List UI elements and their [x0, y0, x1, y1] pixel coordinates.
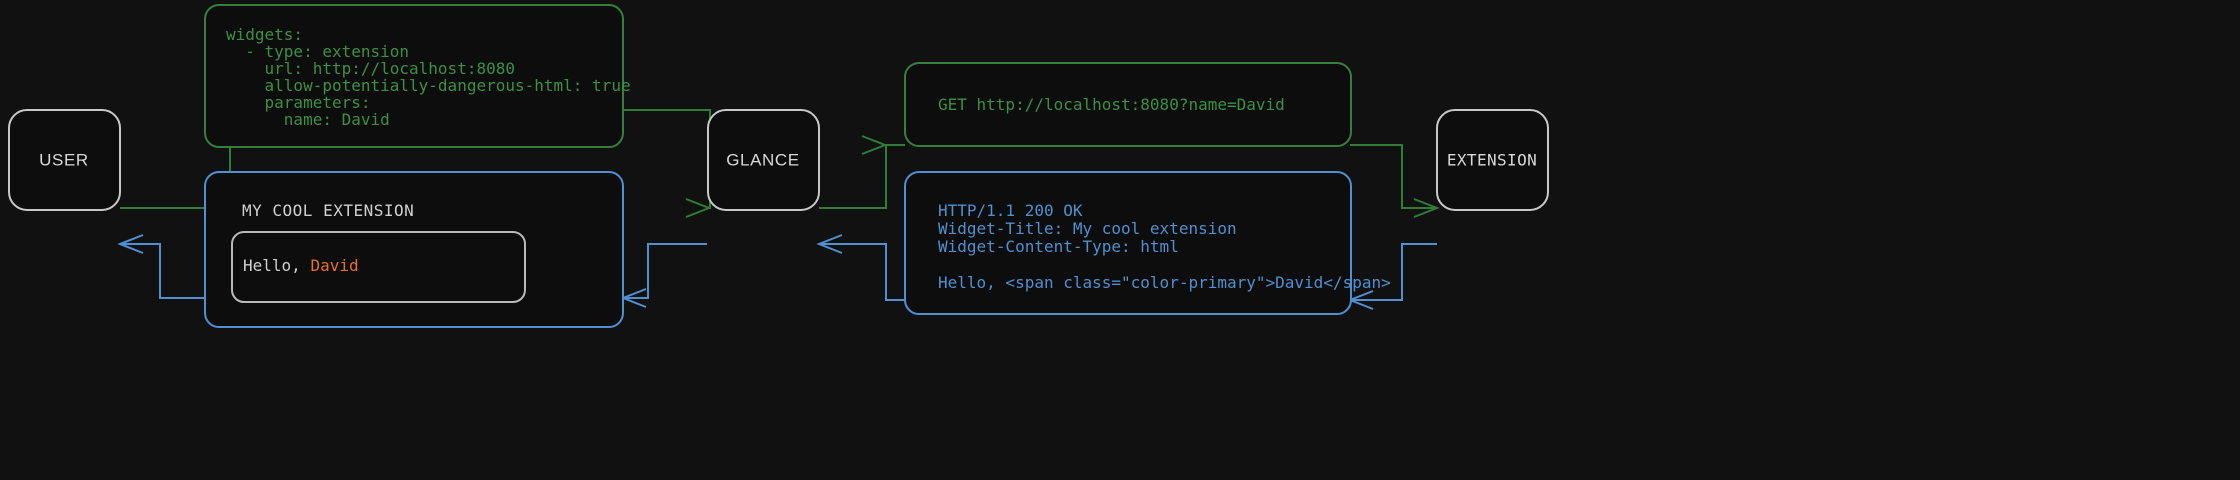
http-response-box-frame [904, 171, 1352, 315]
http-request-box-frame [904, 62, 1352, 147]
connector-widget-to-user [117, 234, 205, 299]
connector-request-to-extension [1350, 144, 1440, 218]
widget-content-text: Hello, David [243, 256, 359, 275]
node-extension[interactable]: EXTENSION [1436, 109, 1549, 211]
response-line-2: Widget-Content-Type: html [938, 237, 1179, 256]
connector-glance-to-request [819, 135, 905, 209]
node-glance-box[interactable] [707, 109, 820, 211]
config-line-2: url: http://localhost:8080 [226, 59, 515, 78]
node-user-box[interactable] [8, 109, 121, 211]
config-line-5: name: David [226, 110, 390, 129]
config-yaml-box-frame [204, 4, 624, 148]
config-line-3: allow-potentially-dangerous-html: true [226, 76, 631, 95]
config-line-0: widgets: [226, 25, 303, 44]
widget-title-label: MY COOL EXTENSION [242, 201, 414, 220]
connector-config-to-glance [623, 109, 712, 218]
response-line-1: Widget-Title: My cool extension [938, 219, 1237, 238]
response-line-4: Hello, <span class="color-primary">David… [938, 273, 1391, 292]
config-line-4: parameters: [226, 93, 371, 112]
widget-content-accent: David [310, 256, 358, 275]
response-line-0: HTTP/1.1 200 OK [938, 201, 1083, 220]
connector-glance-to-widget [620, 243, 707, 308]
config-yaml-box: widgets: - type: extension url: http://l… [204, 4, 631, 148]
http-response-box: HTTP/1.1 200 OK Widget-Title: My cool ex… [904, 171, 1391, 315]
request-line-0: GET http://localhost:8080?name=David [938, 95, 1285, 114]
node-glance[interactable]: GLANCE [707, 109, 820, 211]
connector-response-to-glance [816, 234, 905, 301]
node-glance-label: GLANCE [726, 150, 800, 169]
node-extension-label: EXTENSION [1447, 151, 1537, 170]
node-user-label: USER [39, 150, 89, 169]
node-user[interactable]: USER [8, 109, 121, 211]
node-extension-box[interactable] [1436, 109, 1549, 211]
widget-content-frame [231, 231, 526, 303]
rendered-widget-box: MY COOL EXTENSION Hello, David [204, 171, 624, 328]
config-line-1: - type: extension [226, 42, 409, 61]
widget-content-prefix: Hello, [243, 256, 310, 275]
http-request-box: GET http://localhost:8080?name=David [904, 62, 1352, 147]
